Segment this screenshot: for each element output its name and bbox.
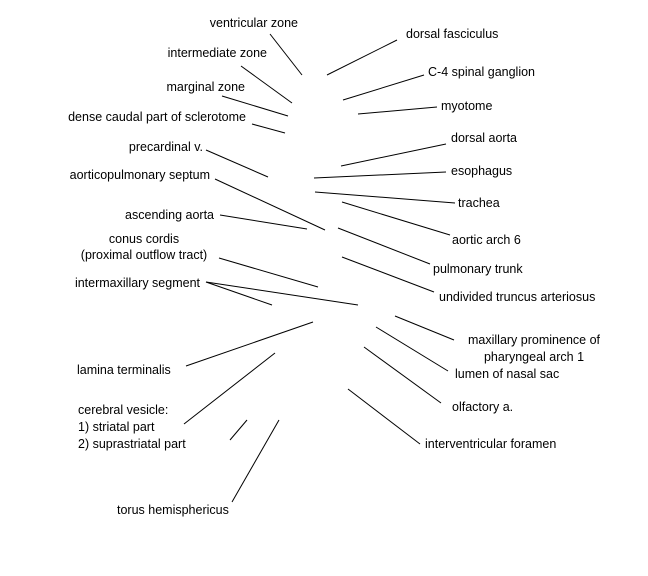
label-cerebral-vesicle: cerebral vesicle: 1) striatal part 2) su… (78, 402, 186, 453)
leader-interventricular-foramen (347, 388, 421, 445)
leader-precardinal-v (205, 149, 269, 178)
leader-ventricular-zone (269, 33, 303, 76)
leader-striatal-part (183, 352, 276, 425)
leader-maxillary-prominence (394, 315, 455, 341)
leader-intermaxillary-1 (205, 281, 273, 306)
label-intermaxillary-segment: intermaxillary segment (74, 276, 200, 290)
label-c4-spinal-ganglion: C-4 spinal ganglion (428, 65, 536, 79)
label-maxillary-prominence: maxillary prominence of pharyngeal arch … (454, 332, 614, 366)
leader-esophagus (313, 171, 447, 179)
leader-dense-caudal-sclerotome (251, 123, 286, 134)
label-lumen-of-nasal-sac: lumen of nasal sac (455, 367, 560, 381)
label-dorsal-fasciculus: dorsal fasciculus (406, 27, 499, 41)
label-intermediate-zone: intermediate zone (167, 46, 267, 60)
label-trachea: trachea (458, 196, 500, 210)
leader-conus-cordis (218, 257, 319, 288)
leader-lamina-terminalis (185, 321, 314, 367)
leader-intermaxillary-2 (205, 281, 359, 306)
label-lamina-terminalis: lamina terminalis (77, 363, 171, 377)
label-maxillary-prominence-line2: pharyngeal arch 1 (483, 350, 585, 364)
leader-aorticopulmonary-septum (214, 178, 326, 231)
leader-c4-spinal-ganglion (342, 74, 425, 101)
leader-myotome (357, 106, 438, 115)
label-esophagus: esophagus (451, 164, 513, 178)
leader-dorsal-fasciculus (326, 39, 398, 76)
label-ascending-aorta: ascending aorta (125, 208, 214, 222)
leader-trachea (314, 191, 456, 204)
leader-marginal-zone (221, 95, 289, 117)
label-dense-caudal-sclerotome: dense caudal part of sclerotome (68, 110, 246, 124)
label-conus-cordis-line2: (proximal outflow tract) (80, 248, 208, 262)
label-maxillary-prominence-line1: maxillary prominence of (468, 333, 600, 347)
leader-torus-hemisphericus (231, 419, 280, 503)
label-conus-cordis: conus cordis (proximal outflow tract) (66, 231, 222, 263)
label-myotome: myotome (441, 99, 493, 113)
leader-ascending-aorta (219, 214, 308, 230)
label-interventricular-foramen: interventricular foramen (425, 437, 557, 451)
label-cerebral-vesicle-line1: cerebral vesicle: (78, 403, 169, 417)
leader-dorsal-aorta (340, 143, 447, 167)
leader-olfactory-a (363, 346, 442, 404)
leader-pulmonary-trunk (337, 227, 431, 265)
label-aorticopulmonary-septum: aorticopulmonary septum (69, 168, 210, 182)
label-cerebral-vesicle-line2: 1) striatal part (78, 420, 155, 434)
leader-intermediate-zone (240, 65, 293, 104)
label-precardinal-v: precardinal v. (128, 140, 203, 154)
label-pulmonary-trunk: pulmonary trunk (433, 262, 523, 276)
leader-aortic-arch-6 (341, 201, 451, 236)
label-cerebral-vesicle-line3: 2) suprastriatal part (78, 437, 186, 451)
leader-suprastriatal-part (229, 419, 248, 441)
leader-lumen-nasal-sac (375, 326, 449, 372)
label-torus-hemisphericus: torus hemisphericus (117, 503, 229, 517)
label-olfactory-a: olfactory a. (452, 400, 514, 414)
leader-undivided-truncus (341, 256, 435, 293)
label-ventricular-zone: ventricular zone (209, 16, 298, 30)
label-conus-cordis-line1: conus cordis (108, 232, 180, 246)
label-aortic-arch-6: aortic arch 6 (452, 233, 521, 247)
label-dorsal-aorta: dorsal aorta (451, 131, 518, 145)
label-undivided-truncus-arteriosus: undivided truncus arteriosus (439, 290, 596, 304)
label-marginal-zone: marginal zone (166, 80, 245, 94)
